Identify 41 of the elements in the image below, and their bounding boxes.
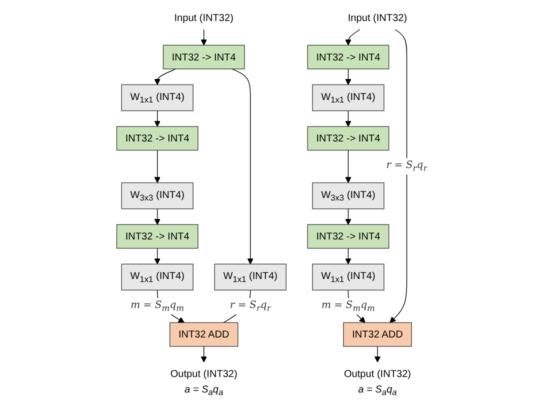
node-text: Output (INT32): [170, 368, 238, 380]
arrow: [154, 150, 160, 184]
arrow: [154, 208, 160, 225]
edge-label: r = S$_{r}$q$_{r}$: [386, 160, 428, 174]
node-text: Input (INT32): [348, 11, 408, 23]
edge-label: r = S$_{r}$q$_{r}$: [230, 299, 271, 313]
arrow: [200, 29, 208, 46]
arrow: [200, 346, 208, 362]
node-box: INT32 ADD: [169, 322, 238, 347]
node-box: W$_{1x1}$ (INT4): [312, 84, 384, 112]
node-box: INT32 -> INT4: [307, 126, 390, 151]
edge-label: m = S$_{m}$q$_{m}$: [130, 299, 184, 313]
node-box: W$_{3x3}$ (INT4): [121, 182, 194, 210]
arrow: [345, 29, 360, 46]
arrow: [374, 346, 381, 362]
arrow: [154, 110, 160, 127]
node-text: Output (INT32): [344, 368, 412, 380]
node-label: a = S$_{a}$q$_{a}$: [358, 382, 397, 398]
arrow: [154, 248, 160, 264]
arrow: [345, 68, 352, 85]
node-box: INT32 -> INT4: [116, 224, 198, 249]
node-box: INT32 -> INT4: [162, 44, 245, 70]
node-box: INT32 ADD: [343, 322, 412, 347]
arrow: [345, 248, 352, 264]
arrow: [345, 150, 352, 184]
node-box: W$_{3x3}$ (INT4): [312, 182, 384, 210]
node-label: a = S$_{a}$q$_{a}$: [184, 382, 224, 398]
arrow: [345, 208, 352, 225]
arrow: [390, 29, 408, 323]
node-box: INT32 -> INT4: [116, 126, 198, 151]
arrow: [231, 68, 254, 264]
node-box: W$_{1x1}$ (INT4): [214, 264, 286, 290]
node-box: INT32 -> INT4: [307, 224, 390, 249]
node-box: W$_{1x1}$ (INT4): [312, 264, 384, 290]
node-box: INT32 -> INT4: [307, 44, 390, 70]
arrow: [154, 68, 176, 85]
node-box: W$_{1x1}$ (INT4): [121, 84, 194, 112]
node-text: Input (INT32): [174, 11, 234, 23]
edge-label: m = S$_{m}$q$_{m}$: [321, 299, 375, 313]
arrow: [345, 110, 352, 127]
node-box: W$_{1x1}$ (INT4): [121, 264, 194, 290]
